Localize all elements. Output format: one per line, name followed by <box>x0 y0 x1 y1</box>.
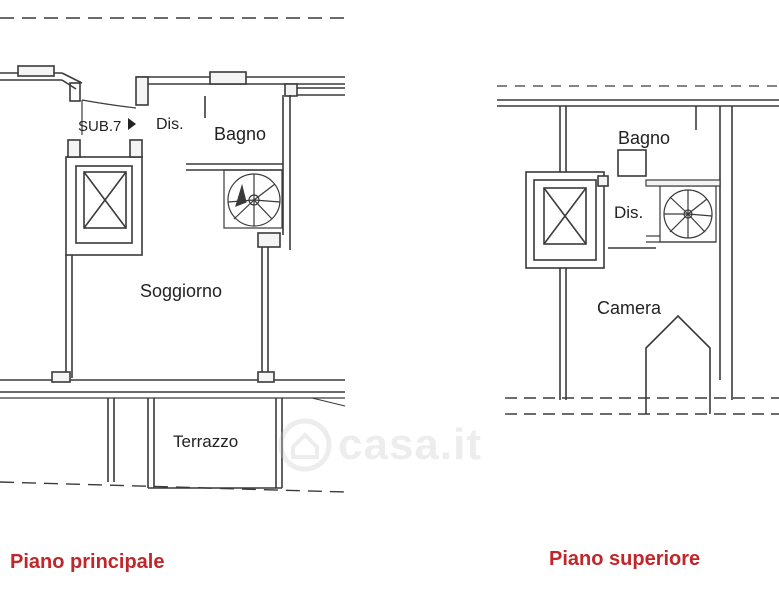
main-bathroom-walls <box>186 95 291 250</box>
caption-upper-floor: Piano superiore <box>549 548 701 570</box>
sub-arrow-icon <box>128 118 136 130</box>
main-top-wall-left <box>0 65 83 102</box>
main-label-sub: SUB.7 <box>78 118 121 135</box>
upper-label-camera: Camera <box>597 298 662 318</box>
main-label-bagno: Bagno <box>214 124 266 144</box>
upper-label-bagno: Bagno <box>618 128 670 148</box>
main-elevator-shaft <box>65 139 143 256</box>
main-label-terrazzo: Terrazzo <box>173 432 238 451</box>
upper-top-wall <box>497 85 779 107</box>
upper-bathroom-walls <box>617 106 697 177</box>
main-spiral-stair <box>223 169 283 229</box>
main-floor-plan: SUB.7 Dis. Bagno Soggiorno Terrazzo <box>0 17 346 493</box>
main-bottom-wall <box>0 371 346 407</box>
upper-spiral-stair <box>645 179 721 243</box>
upper-bottom-wall <box>505 397 779 415</box>
upper-floor-plan: Bagno Dis. Camera <box>497 85 779 415</box>
casa-watermark: casa.it <box>278 418 482 472</box>
upper-label-dis: Dis. <box>614 203 643 222</box>
caption-main-floor: Piano principale <box>10 551 165 573</box>
upper-camera-gable <box>645 314 711 400</box>
upper-elevator-shaft <box>525 171 609 400</box>
main-door-arc <box>81 99 137 109</box>
main-terrace <box>0 398 346 493</box>
main-label-soggiorno: Soggiorno <box>140 281 222 301</box>
main-label-dis: Dis. <box>156 116 184 133</box>
main-column <box>257 232 281 248</box>
watermark-text: casa.it <box>338 420 482 469</box>
main-top-wall-right <box>135 71 345 106</box>
house-icon <box>278 418 332 472</box>
